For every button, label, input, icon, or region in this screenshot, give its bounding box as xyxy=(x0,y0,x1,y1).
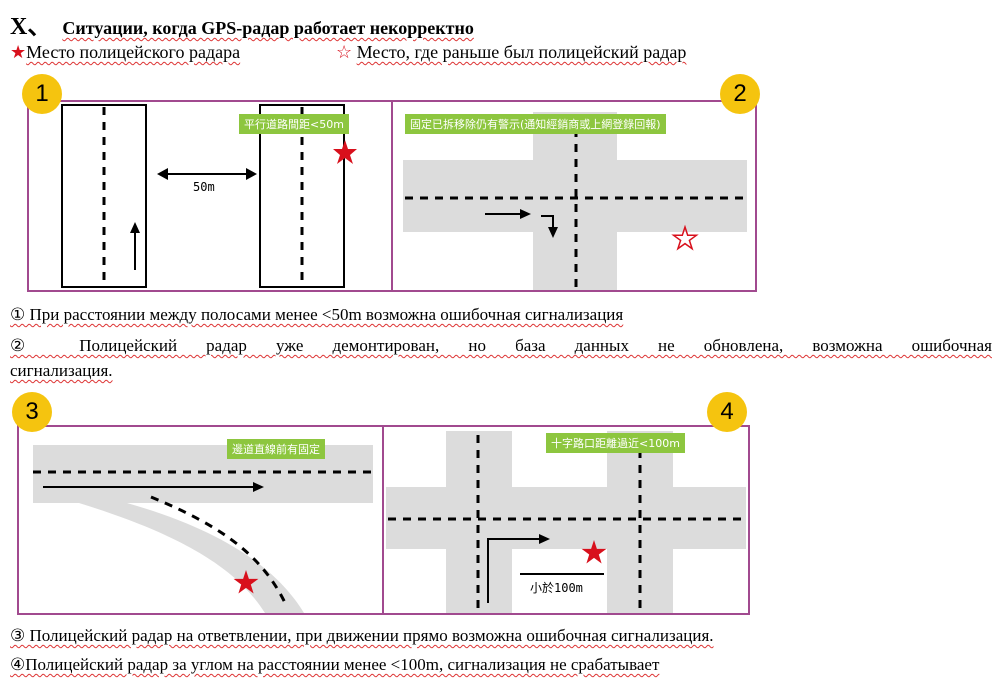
badge-1: 1 xyxy=(22,74,62,114)
section-number: X、 xyxy=(10,14,52,40)
diagram-parallel-roads xyxy=(61,104,357,288)
badge-3: 3 xyxy=(12,392,52,432)
panel3-label: 邊道直線前有固定 xyxy=(227,439,325,459)
legend-radar-label: Место полицейского радара xyxy=(26,42,241,62)
distance-label-100m: 小於100m xyxy=(530,581,583,595)
caption-2-line1: ② Полицейский радар уже демонтирован, но… xyxy=(10,336,992,355)
section-heading: X、 Ситуации, когда GPS-радар работает не… xyxy=(10,6,474,41)
outline-star-icon: ☆ xyxy=(336,42,353,62)
panel-branch-road: 邊道直線前有固定 xyxy=(17,425,384,615)
legend-former-radar: ☆ Место, где раньше был полицейский рада… xyxy=(336,42,686,63)
panel-removed-radar: 固定已拆移除仍有警示(通知經銷商或上網登錄回報) xyxy=(391,100,757,292)
badge-2: 2 xyxy=(720,74,760,114)
caption-4: ④Полицейский радар за углом на расстояни… xyxy=(10,655,660,674)
panel1-label: 平行道路間距<50m xyxy=(239,114,349,134)
filled-star-icon: ★ xyxy=(10,42,27,62)
legend-former-radar-label: Место, где раньше был полицейский радар xyxy=(356,42,687,62)
caption-2-line2: сигнализация. xyxy=(10,361,113,380)
section-title: Ситуации, когда GPS-радар работает некор… xyxy=(62,18,474,38)
diagram-crossroads xyxy=(386,431,746,613)
distance-label: 50m xyxy=(193,180,215,194)
caption-3: ③ Полицейский радар на ответвлении, при … xyxy=(10,626,714,645)
legend-radar: ★Место полицейского радара xyxy=(10,42,240,63)
panel2-label: 固定已拆移除仍有警示(通知經銷商或上網登錄回報) xyxy=(405,114,666,134)
panel4-label: 十字路口距離過近<100m xyxy=(546,433,685,453)
caption-1: ① При расстоянии между полосами менее <5… xyxy=(10,305,624,324)
panel-parallel-roads: 平行道路間距<50m 50m xyxy=(27,100,393,292)
diagram-branch-road xyxy=(33,445,373,613)
badge-4: 4 xyxy=(707,392,747,432)
diagram-removed-radar xyxy=(403,112,747,290)
panel-crossroads: 十字路口距離過近<100m 小於100m xyxy=(382,425,750,615)
